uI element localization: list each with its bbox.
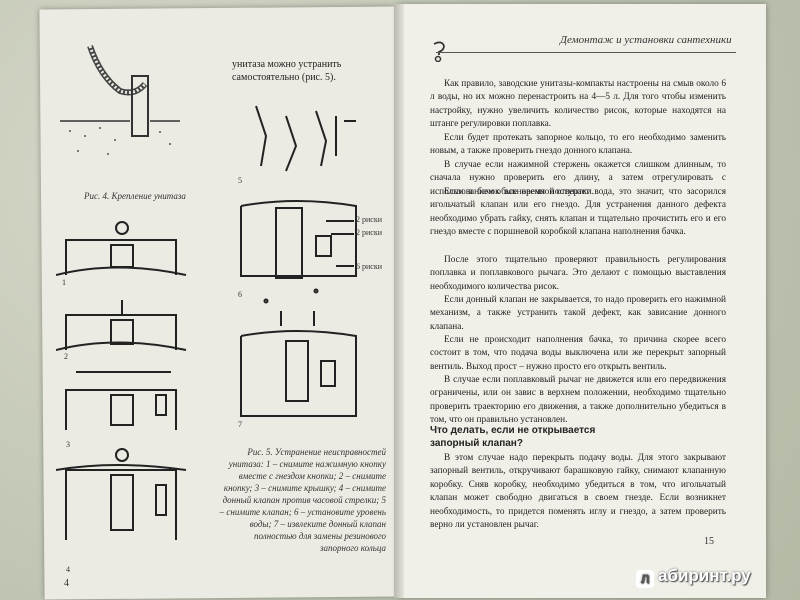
paragraph-6: Если донный клапан не закрывается, то на… [430, 295, 726, 332]
paragraph-2: Если будет протекать запорное кольцо, то… [430, 133, 726, 157]
fig-num-7: 7 [238, 420, 242, 429]
watermark-logo-icon: Л [636, 570, 654, 588]
fig6-label-a: 2 риски [356, 215, 382, 224]
fig-num-2: 2 [64, 352, 68, 361]
fig5-steps-5-7 [240, 105, 357, 417]
watermark-text: абиринт.ру [658, 566, 751, 585]
fig5-steps-1-4 [56, 221, 187, 540]
paragraph-8: В случае если поплавковый рычаг не движе… [430, 375, 726, 426]
paragraph-1: Как правило, заводские унитазы-компакты … [430, 79, 726, 130]
fig-num-4: 4 [66, 565, 70, 574]
fig5-caption: Рис. 5. Устранение неисправностей унитаз… [219, 447, 386, 553]
right-page [398, 4, 766, 598]
fig-num-3: 3 [66, 440, 70, 449]
book-fold [394, 4, 404, 598]
fig-num-5: 5 [238, 176, 242, 185]
fig-num-1: 1 [62, 278, 66, 287]
left-intro-text: унитаза можно устранить самостоятельно (… [232, 59, 342, 83]
running-header: Демонтаж и установки сантехники [560, 34, 732, 46]
paragraph-4: Если в бачок все время поступает вода, э… [430, 187, 726, 238]
fig6-label-c: 6 риски [356, 262, 382, 271]
header-rule [436, 52, 736, 53]
paragraph-7: Если не происходит наполнения бачка, то … [430, 335, 726, 372]
right-page-number: 15 [704, 536, 714, 547]
paragraph-5: После этого тщательно проверяют правильн… [430, 255, 726, 292]
fig4-illustration [60, 45, 180, 155]
chapter-icon [433, 41, 445, 62]
section-paragraph-1: В этом случае надо перекрыть подачу воды… [430, 453, 726, 531]
paragraph-3: В случае если нажимной стержень окажется… [430, 160, 726, 197]
section-title: Что делать, если не открывается запорный… [430, 425, 596, 449]
fig-num-6: 6 [238, 290, 242, 299]
fig4-caption: Рис. 4. Крепление унитаза [84, 191, 186, 201]
fig6-label-b: 2 риски [356, 228, 382, 237]
left-page-number: 4 [64, 578, 69, 589]
